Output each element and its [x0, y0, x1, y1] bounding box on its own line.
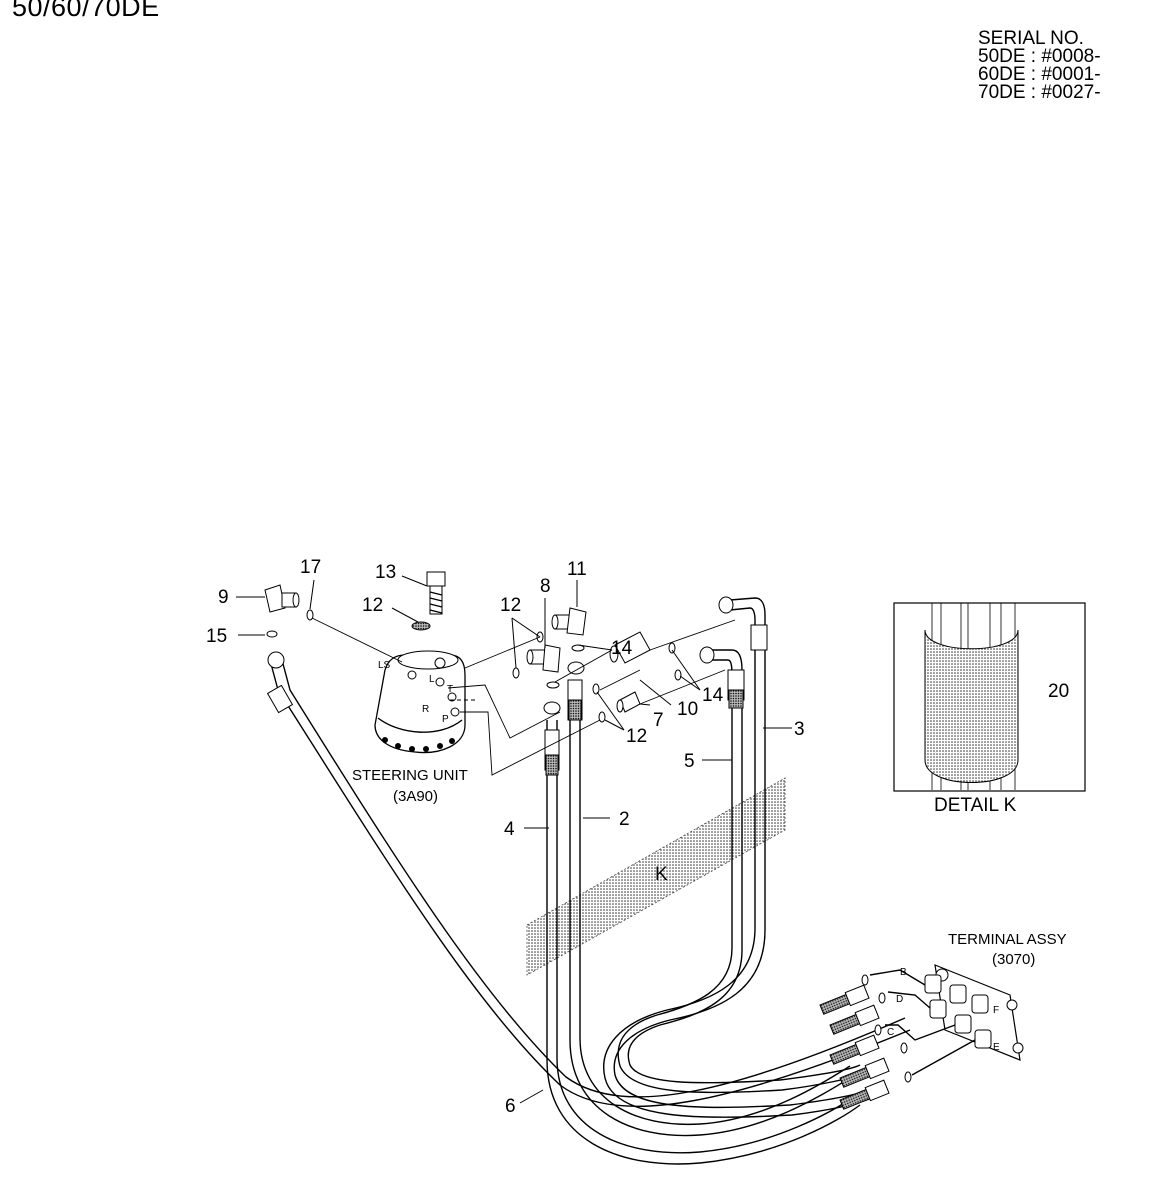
- callout-6: 6: [505, 1096, 516, 1117]
- port-label-b: B: [900, 967, 907, 978]
- port-label-f: F: [993, 1005, 999, 1016]
- hose-5: [617, 646, 863, 1094]
- terminal-assy: [861, 964, 1024, 1083]
- callout-4: 4: [504, 819, 515, 840]
- elbow-fitting-9: [264, 584, 300, 613]
- port-label-l: L: [429, 674, 435, 685]
- elbow-fitting-8: [526, 644, 561, 673]
- callout-10: 10: [677, 699, 698, 720]
- port-label-d: D: [896, 994, 903, 1005]
- serial-line-50de: 50DE : #0008-: [978, 46, 1101, 67]
- callout-2: 2: [619, 809, 630, 830]
- washer-12: [411, 621, 431, 631]
- serial-heading: SERIAL NO.: [978, 28, 1084, 49]
- o-rings: [512, 631, 682, 723]
- hose-2: [567, 661, 856, 1137]
- serial-number-block: SERIAL NO. 50DE : #0008- 60DE : #0001- 7…: [978, 28, 1101, 103]
- callout-20: 20: [1048, 681, 1069, 702]
- port-label-e: E: [993, 1042, 1000, 1053]
- hose-4: [543, 701, 861, 1165]
- callout-14-right: 14: [702, 685, 724, 706]
- detail-k-label: DETAIL K: [934, 795, 1017, 816]
- callout-9: 9: [218, 587, 229, 608]
- elbow-fitting-11: [551, 607, 587, 636]
- callout-7: 7: [653, 710, 664, 731]
- bolt-13: [426, 571, 446, 615]
- port-label-t: T: [447, 684, 453, 695]
- callout-12-upper: 12: [500, 595, 521, 616]
- connection-lines: [311, 617, 736, 776]
- hose-6: [266, 651, 911, 1107]
- leader-lines: [236, 575, 1045, 1104]
- terminal-assy-label: TERMINAL ASSY: [948, 931, 1067, 948]
- hose-3: [603, 596, 873, 1118]
- callout-3: 3: [794, 719, 805, 740]
- k-band-label: K: [655, 864, 668, 885]
- steering-unit-code: (3A90): [393, 788, 438, 805]
- callout-15: 15: [206, 626, 227, 647]
- model-title: 50/60/70DE: [12, 0, 160, 22]
- callout-12-washer: 12: [362, 595, 383, 616]
- steering-unit-studs: [382, 737, 455, 752]
- callout-numbers: 2 3 4 5 6 7 8 9 10 11 12 12 12 13 14 14 …: [206, 557, 1069, 1117]
- steering-unit-label: STEERING UNIT: [352, 767, 468, 784]
- callout-5: 5: [684, 751, 695, 772]
- port-label-r: R: [422, 704, 429, 715]
- steering-unit: LS L T R P: [374, 650, 466, 754]
- callout-14-left: 14: [611, 638, 633, 659]
- o-ring-15: [266, 630, 278, 638]
- port-label-ls: LS: [378, 660, 391, 671]
- hose-end-fittings: [819, 984, 890, 1110]
- terminal-assy-code: (3070): [992, 951, 1035, 968]
- port-label-p: P: [442, 714, 449, 725]
- callout-17: 17: [300, 557, 321, 578]
- detail-k-box: [893, 602, 1086, 792]
- serial-line-60de: 60DE : #0001-: [978, 64, 1101, 85]
- port-label-c: C: [887, 1027, 894, 1038]
- callout-13: 13: [375, 562, 396, 583]
- adapter-7: [616, 691, 641, 713]
- o-ring-17: [306, 609, 314, 621]
- callout-11: 11: [567, 559, 587, 580]
- serial-line-70de: 70DE : #0027-: [978, 82, 1101, 103]
- callout-12-lower: 12: [626, 726, 647, 747]
- detail-k-band: [526, 777, 786, 976]
- callout-8: 8: [540, 576, 551, 597]
